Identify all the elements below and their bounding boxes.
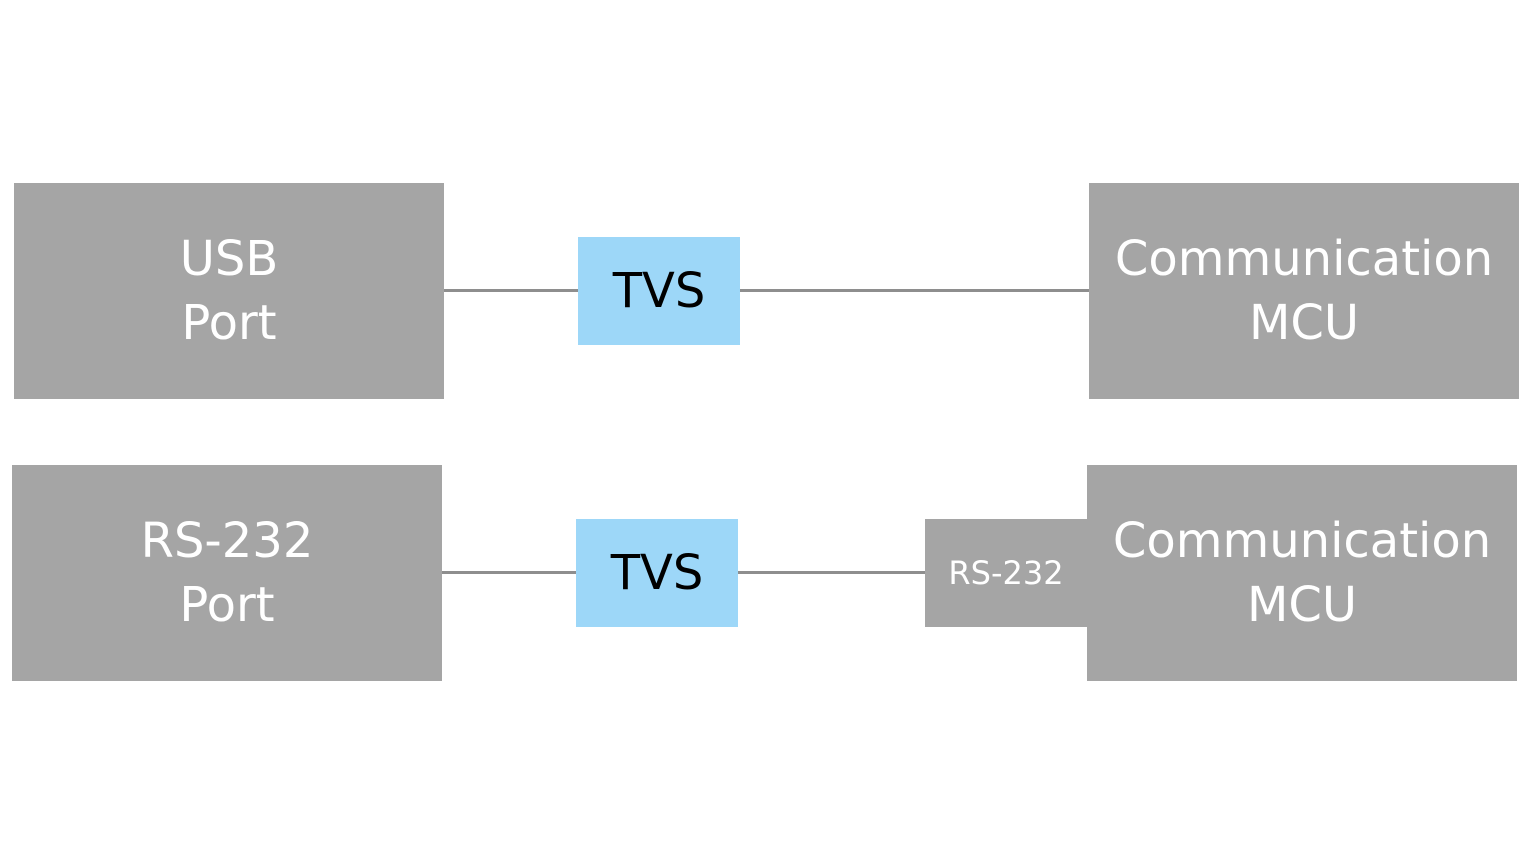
wire-tvs-to-transceiver	[737, 571, 927, 574]
mcu-label-line2: MCU	[1248, 295, 1360, 351]
rs232-transceiver-block: RS-232	[925, 519, 1087, 627]
usb-port-label-line2: Port	[181, 295, 277, 351]
mcu-label-line2: MCU	[1246, 577, 1358, 633]
tvs-block-rs232: TVS	[576, 519, 738, 627]
mcu-label-line1: Communication	[1112, 513, 1492, 569]
rs232-transceiver-label: RS-232	[948, 554, 1064, 592]
mcu-label-line1: Communication	[1114, 231, 1494, 287]
wire-rs232-to-tvs	[441, 571, 577, 574]
communication-mcu-block-2: Communication MCU	[1087, 465, 1517, 681]
tvs-block-usb: TVS	[578, 237, 740, 345]
tvs-label-usb: TVS	[612, 263, 706, 319]
rs232-port-label-line2: Port	[179, 577, 275, 633]
rs232-port-label-line1: RS-232	[140, 513, 314, 569]
wire-usb-to-tvs	[443, 289, 579, 292]
rs232-port-block: RS-232 Port	[12, 465, 442, 681]
wire-tvs-to-mcu	[739, 289, 1090, 292]
usb-port-block: USB Port	[14, 183, 444, 399]
communication-mcu-block-1: Communication MCU	[1089, 183, 1519, 399]
tvs-label-rs232: TVS	[610, 545, 704, 601]
usb-port-label-line1: USB	[179, 231, 279, 287]
